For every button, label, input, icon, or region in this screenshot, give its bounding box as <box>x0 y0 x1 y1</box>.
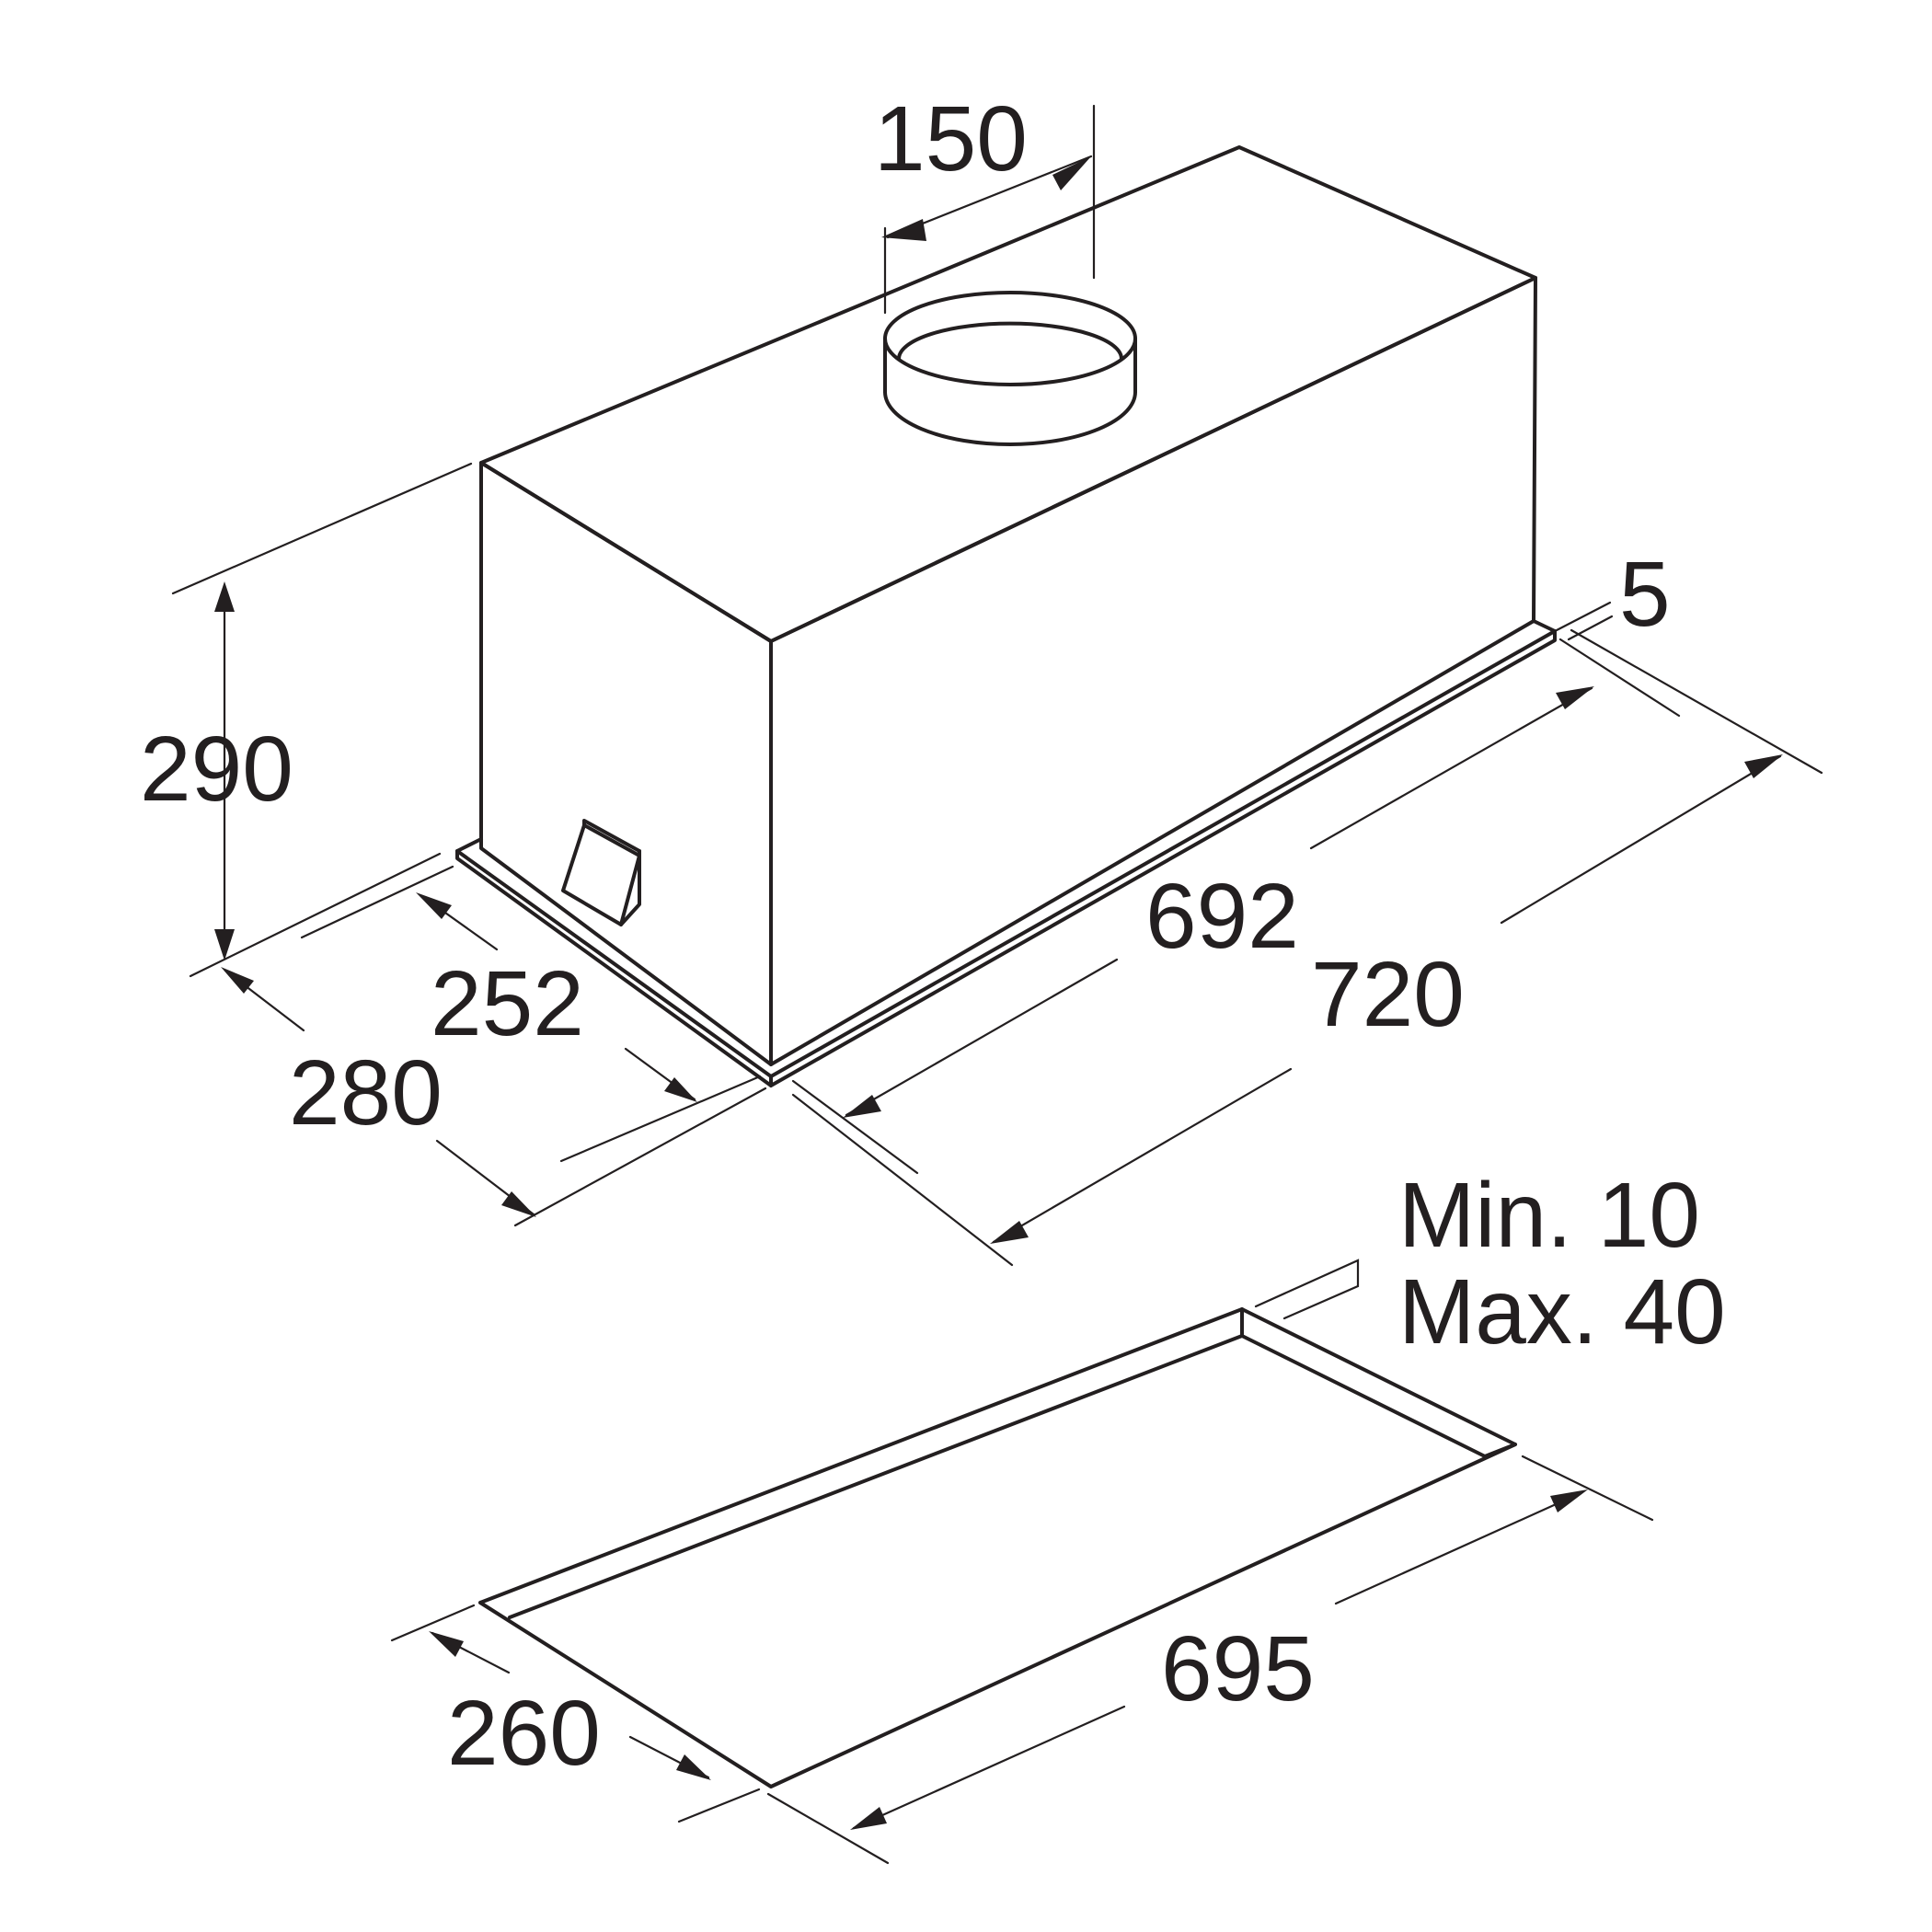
cutout-inner <box>508 1334 1487 1619</box>
duct-bottom-edge <box>883 390 1137 446</box>
dimension-arrows <box>214 156 1783 1830</box>
hood-side-face <box>769 276 1537 643</box>
height-label: 290 <box>140 718 293 821</box>
duct-diameter-label: 150 <box>874 87 1028 190</box>
cutout-length-label: 695 <box>1161 1617 1315 1720</box>
overall-length-dimension-line <box>992 1067 1293 1244</box>
overall-depth-label: 280 <box>289 1041 443 1144</box>
hood-top-face <box>479 145 1537 643</box>
duct-rim-back <box>883 291 1137 340</box>
panel-thickness-min-label: Min. 10 <box>1398 1164 1700 1267</box>
duct-spigot <box>883 291 1137 446</box>
panel-thickness-leader <box>1254 1259 1360 1320</box>
body-length-dimension-line <box>845 958 1119 1117</box>
dimension-labels: 150 290 5 692 720 252 280 Min. 10 Max. 4… <box>140 87 1726 1785</box>
duct-inner-edge <box>897 321 1123 361</box>
body-length-label: 692 <box>1145 865 1299 968</box>
dimension-lines <box>171 104 1823 1865</box>
hood-body <box>455 145 1557 1087</box>
duct-rim-front <box>883 337 1137 386</box>
cutout-outer <box>478 1307 1517 1788</box>
control-switch-icon <box>561 819 641 926</box>
body-depth-label: 252 <box>431 952 584 1055</box>
panel-thickness-max-label: Max. 40 <box>1398 1260 1726 1363</box>
overall-length-label: 720 <box>1311 943 1465 1046</box>
flange-thickness-label: 5 <box>1619 543 1671 646</box>
hood-flange-side <box>769 619 1557 1078</box>
hood-flange-side-bottom <box>769 629 1557 1087</box>
hood-flange <box>455 837 483 853</box>
cutout-depth-label: 260 <box>447 1682 601 1785</box>
cutout-length-dimension-line <box>852 1705 1126 1830</box>
cutout-panel <box>478 1307 1517 1788</box>
